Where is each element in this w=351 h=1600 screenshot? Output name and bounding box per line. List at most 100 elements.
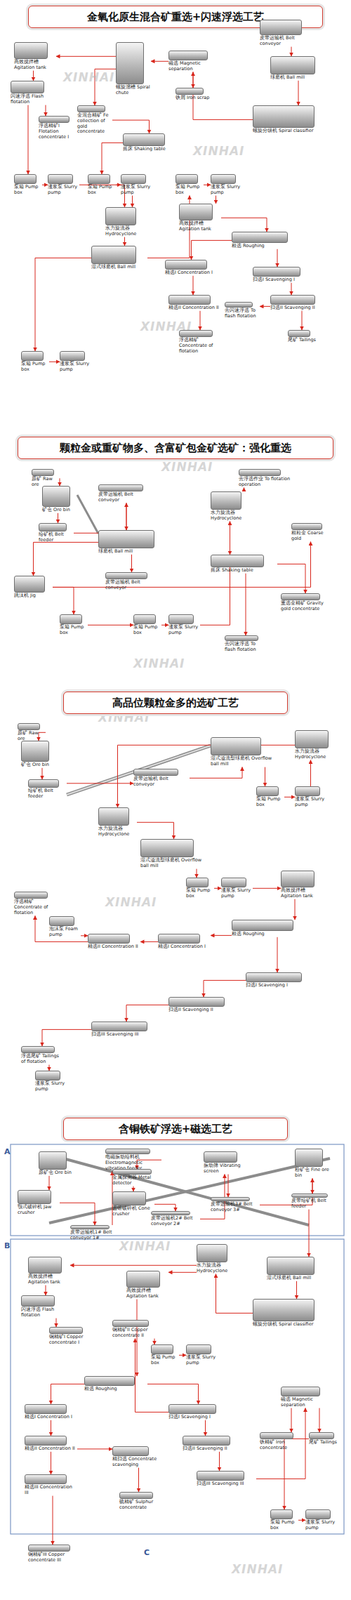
flow-arrow <box>50 1451 52 1475</box>
equipment-node: 精选I Concentration I <box>157 933 211 950</box>
equipment-icon <box>224 301 253 308</box>
equipment-icon <box>291 522 323 531</box>
equipment-node: 扫选I Scavenging I <box>168 1404 229 1421</box>
equipment-node: 水力旋流器 Hydrocyclone <box>196 1243 236 1275</box>
equipment-node: 金混合精矿 Fe collection of gold concentrate <box>77 105 113 135</box>
watermark: XINHAI <box>105 895 157 910</box>
equipment-node: 精选I Concentration I <box>24 1404 78 1421</box>
equipment-icon <box>105 572 148 580</box>
equipment-icon <box>17 1189 52 1204</box>
flow-arrow <box>140 941 158 943</box>
equipment-label: 泵箱 Pump box <box>14 184 43 196</box>
equipment-label: 皮带给矿机 Belt feeder <box>291 1198 337 1210</box>
equipment-icon <box>133 614 156 625</box>
flow-arrow <box>52 586 74 615</box>
equipment-node: 渣浆泵 Slurry pump <box>305 1509 337 1532</box>
equipment-label: 摇床 Shaking table <box>210 567 278 574</box>
equipment-label: 湿式球磨机 Ball mill <box>91 264 148 271</box>
equipment-node: 摇床 Shaking table <box>210 554 278 574</box>
equipment-icon <box>122 133 165 147</box>
equipment-label: 泵箱 Pump box <box>256 796 285 809</box>
equipment-label: 矿仓 Ore bin <box>42 507 78 514</box>
equipment-icon <box>31 468 55 476</box>
equipment-label: 水力旋流器 Hydrocyclone <box>210 510 250 522</box>
flow-arrow <box>133 1186 135 1192</box>
equipment-label: 螺旋分级机 Spiral classifier <box>252 1321 330 1328</box>
equipment-icon <box>259 1432 294 1440</box>
equipment-icon <box>210 1196 250 1202</box>
watermark: XINHAI <box>161 459 213 474</box>
equipment-node: 湿式溢流型球磨机 Overflow ball mill <box>210 737 274 768</box>
flow-arrow <box>50 1420 52 1436</box>
flow-arrow <box>229 521 231 555</box>
equipment-label: 粉矿仓 Fine ore bin <box>294 1167 330 1179</box>
flow-arrow <box>291 47 293 57</box>
equipment-node: 磁选 Magnetic separation <box>280 1386 330 1409</box>
flow-arrow <box>112 120 150 134</box>
equipment-icon <box>196 1243 228 1263</box>
flow-arrow <box>87 624 134 626</box>
equipment-icon <box>305 1509 331 1520</box>
equipment-label: 泵箱 Pump box <box>21 361 50 373</box>
equipment-node: 粗选 Roughing <box>84 1375 148 1393</box>
flow-arrow <box>126 1004 169 1022</box>
flow-arrow <box>56 56 116 57</box>
equipment-node: 精选II Concentration II <box>24 1435 78 1452</box>
equipment-label: 给矿机 Belt feeder <box>28 788 67 800</box>
equipment-node: 粗选 Roughing <box>231 231 302 250</box>
equipment-icon <box>196 1470 245 1481</box>
equipment-icon <box>98 807 130 826</box>
equipment-icon <box>210 737 262 756</box>
equipment-node: 摇床 Shaking table <box>122 133 176 153</box>
flow-arrow <box>196 869 198 878</box>
equipment-icon <box>14 174 37 184</box>
equipment-label: 铁屑 Iron scrap <box>175 95 211 102</box>
equipment-node: 泡沫泵 Foam pump <box>49 916 81 938</box>
flow-arrow <box>59 478 61 486</box>
equipment-icon <box>259 19 302 36</box>
flow-arrow <box>70 1265 197 1266</box>
flow-arrow <box>35 915 88 942</box>
equipment-label: 螺旋分级机 Spiral classifier <box>252 128 330 135</box>
equipment-icon <box>28 779 59 788</box>
equipment-node: 皮带运输机 Belt conveyor <box>98 484 155 504</box>
equipment-label: 渣浆泵 Slurry pump <box>305 1519 337 1532</box>
equipment-icon <box>42 485 71 507</box>
equipment-label: 渣浆泵 Slurry pump <box>120 184 153 196</box>
equipment-node: 铜精矿II Copper concentrate II <box>112 1319 158 1339</box>
equipment-label: 螺旋溜槽 Spiral chute <box>115 84 151 97</box>
equipment-label: 粗选 Roughing <box>231 931 309 938</box>
equipment-node: 渣浆泵 Slurry pump <box>210 174 243 196</box>
equipment-label: 金混合精矿 Fe collection of gold concentrate <box>77 113 113 135</box>
equipment-label: 矿仓 Ore bin <box>21 762 57 768</box>
flow-arrow <box>204 1420 206 1436</box>
section-title: 颗粒金或重矿物多、含富矿包金矿选矿：强化重选 <box>18 437 333 459</box>
equipment-icon <box>210 491 242 510</box>
equipment-icon <box>291 1193 328 1198</box>
flow-arrow <box>214 888 222 889</box>
equipment-label: 皮带运输机3# Belt conveyor 3# <box>210 1201 260 1214</box>
equipment-label: 水力旋流器 Hydrocyclone <box>294 749 337 761</box>
equipment-node: 泵箱 Pump box <box>14 174 43 196</box>
equipment-icon <box>112 1191 147 1206</box>
flow-arrow <box>301 310 303 330</box>
flow-arrow <box>312 1178 314 1194</box>
equipment-icon <box>24 1404 67 1414</box>
equipment-icon <box>17 723 41 731</box>
equipment-icon <box>270 294 316 305</box>
flow-arrow <box>77 1448 113 1449</box>
equipment-label: 扫选I Scavenging I <box>252 277 313 283</box>
equipment-node: 螺旋分级机 Spiral classifier <box>252 105 330 135</box>
equipment-icon <box>168 294 211 305</box>
equipment-label: 皮带运输机 Belt conveyor <box>133 776 190 788</box>
equipment-label: 尾矿 Tailings <box>287 337 316 344</box>
equipment-node: 铁屑 Iron scrap <box>175 87 211 102</box>
equipment-node: 扫选I Scavenging I <box>252 266 313 283</box>
equipment-node: 高效搅拌槽 Agitation tank <box>179 203 222 233</box>
equipment-node: 铁精矿 Iron concentrate <box>259 1432 302 1452</box>
equipment-label: 闪速浮选 Flash flotation <box>10 94 53 106</box>
equipment-node: 球磨机 Ball mill <box>98 530 169 555</box>
flow-arrow <box>264 767 266 787</box>
section-letter: A <box>4 1147 11 1157</box>
flow-arrow <box>57 513 59 523</box>
